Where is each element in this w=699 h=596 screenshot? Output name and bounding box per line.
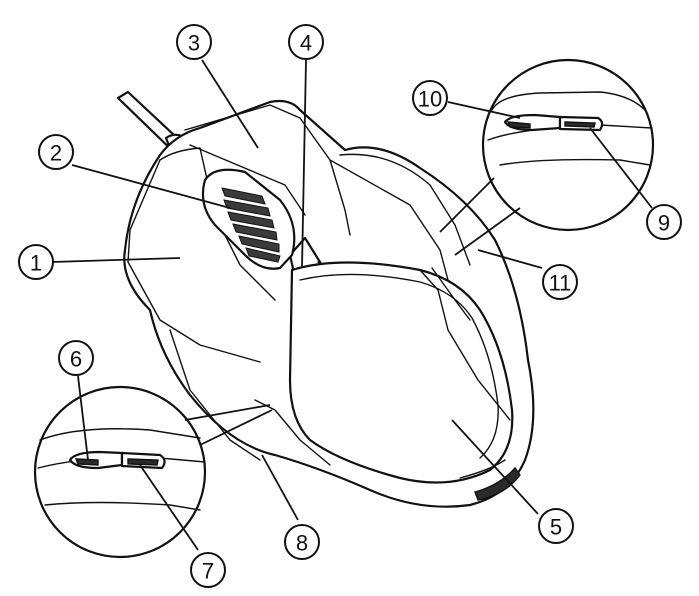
- inset-left-buttons: [33, 385, 273, 559]
- svg-text:10: 10: [418, 87, 442, 112]
- callout-11: 11: [542, 264, 578, 300]
- svg-text:1: 1: [30, 251, 42, 276]
- svg-text:8: 8: [296, 531, 308, 556]
- callout-2: 2: [38, 134, 74, 170]
- callout-10: 10: [412, 80, 448, 116]
- svg-text:9: 9: [658, 211, 670, 236]
- callout-1: 1: [18, 244, 54, 280]
- svg-text:2: 2: [50, 141, 62, 166]
- svg-text:5: 5: [550, 515, 562, 540]
- svg-text:3: 3: [188, 31, 200, 56]
- callout-7: 7: [190, 552, 226, 588]
- svg-text:7: 7: [202, 559, 214, 584]
- callout-4: 4: [288, 24, 324, 60]
- inset-right-buttons: [439, 58, 655, 256]
- svg-text:11: 11: [549, 271, 572, 296]
- svg-text:4: 4: [300, 31, 312, 56]
- mouse-body: [123, 99, 535, 508]
- scroll-wheel-grip: [221, 187, 281, 263]
- callout-leaders: [51, 59, 653, 551]
- callout-8: 8: [284, 524, 320, 560]
- callout-9: 9: [646, 204, 682, 240]
- callout-5: 5: [538, 508, 574, 544]
- callout-3: 3: [176, 24, 212, 60]
- svg-text:6: 6: [70, 347, 82, 372]
- callout-6: 6: [58, 340, 94, 376]
